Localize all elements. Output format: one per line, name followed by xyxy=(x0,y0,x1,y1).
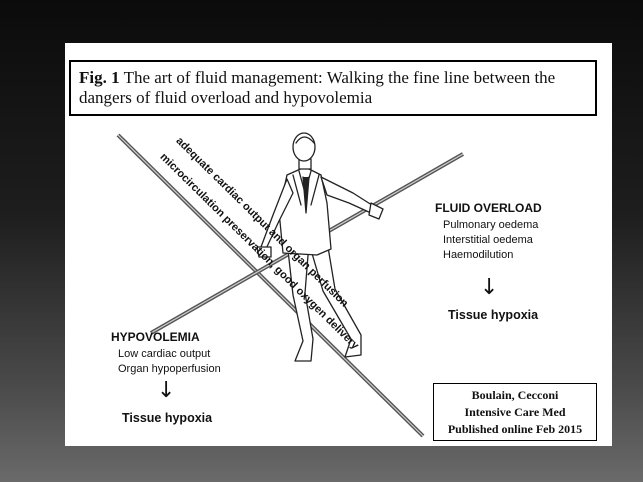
fluid-overload-item: Haemodilution xyxy=(443,248,513,263)
hypovolemia-title: HYPOVOLEMIA xyxy=(111,330,200,344)
figure-panel: Fig. 1 The art of fluid management: Walk… xyxy=(65,43,612,446)
citation-published: Published online Feb 2015 xyxy=(434,421,596,438)
fluid-overload-item: Interstitial oedema xyxy=(443,233,533,248)
citation-journal: Intensive Care Med xyxy=(434,404,596,421)
fluid-overload-title: FLUID OVERLOAD xyxy=(435,201,542,215)
fluid-overload-item: Pulmonary oedema xyxy=(443,218,538,233)
citation-authors: Boulain, Cecconi xyxy=(434,387,596,404)
hypovolemia-item: Organ hypoperfusion xyxy=(118,362,221,377)
hypovolemia-result: Tissue hypoxia xyxy=(122,411,212,425)
citation-box: Boulain, Cecconi Intensive Care Med Publ… xyxy=(433,383,597,441)
hypovolemia-item: Low cardiac output xyxy=(118,347,210,362)
fluid-overload-result: Tissue hypoxia xyxy=(448,308,538,322)
walker-figure xyxy=(257,133,383,361)
down-arrow-icon: ↓ xyxy=(157,380,175,402)
down-arrow-icon: ↓ xyxy=(480,277,498,299)
